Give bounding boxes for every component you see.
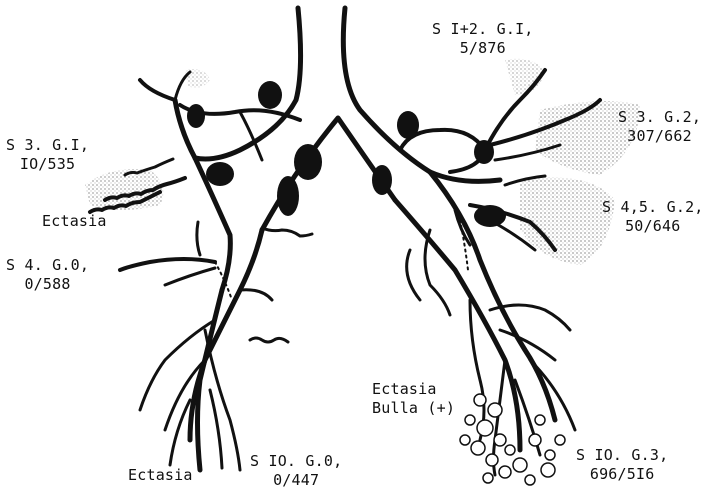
left-upper-branch-c (240, 112, 262, 160)
label-s4-line2: 0/588 (6, 275, 89, 294)
node-right-s45 (474, 205, 506, 227)
label-s10-left-line2: 0/447 (250, 471, 342, 490)
left-s4-upper (197, 222, 200, 255)
right-medial-2 (407, 250, 420, 300)
node-left-subcarinal-2 (277, 176, 299, 216)
label-ectasia-bulla: Ectasia Bulla (+) (372, 380, 455, 418)
label-s10-left-line1: S IO. G.0, (250, 452, 342, 471)
node-left-hilum-1 (258, 81, 282, 109)
label-ectasia-right: Ectasia (372, 380, 455, 399)
label-s4: S 4. G.0, 0/588 (6, 256, 89, 294)
label-ectasia-left: Ectasia (42, 212, 107, 231)
node-right-hilum-2 (474, 140, 494, 164)
left-s4-branch (120, 259, 215, 270)
label-s45: S 4,5. G.2, 50/646 (602, 198, 704, 236)
left-basal-5 (210, 390, 222, 468)
label-s3-right: S 3. G.2, 307/662 (618, 108, 701, 146)
label-s-i2-line1: S I+2. G.I, (432, 20, 534, 39)
label-s10-left: S IO. G.0, 0/447 (250, 452, 342, 490)
left-basal-4 (205, 330, 240, 470)
label-bulla: Bulla (+) (372, 399, 455, 418)
label-s-i2: S I+2. G.I, 5/876 (432, 20, 534, 58)
label-s45-line1: S 4,5. G.2, (602, 198, 704, 217)
label-s4-line1: S 4. G.0, (6, 256, 89, 275)
label-s10-right: S IO. G.3, 696/5I6 (576, 446, 668, 484)
node-left-subcarinal-1 (294, 144, 322, 180)
node-left-hilum-2 (187, 104, 205, 128)
label-s10-right-line2: 696/5I6 (576, 465, 668, 484)
left-wavy-lower (250, 338, 288, 342)
left-s4-branch-2 (165, 268, 215, 285)
node-left-s3 (206, 162, 234, 186)
label-s45-line2: 50/646 (602, 217, 704, 236)
left-lateral-1 (240, 290, 272, 300)
label-s-i2-line2: 5/876 (432, 39, 534, 58)
label-s3-right-line1: S 3. G.2, (618, 108, 701, 127)
label-s3-left-line1: S 3. G.I, (6, 136, 89, 155)
left-upper-branch-a (140, 80, 175, 100)
label-s3-left: S 3. G.I, IO/535 (6, 136, 89, 174)
left-wavy-middle (262, 228, 312, 236)
node-right-trachea (372, 165, 392, 195)
label-s10-right-line1: S IO. G.3, (576, 446, 668, 465)
label-s3-left-line2: IO/535 (6, 155, 89, 174)
trachea-left-wall (195, 8, 301, 159)
label-s3-right-line2: 307/662 (618, 127, 701, 146)
stipple-right-middle (520, 178, 615, 266)
label-ectasia-bottom: Ectasia (128, 466, 193, 485)
node-right-hilum-1 (397, 111, 419, 139)
